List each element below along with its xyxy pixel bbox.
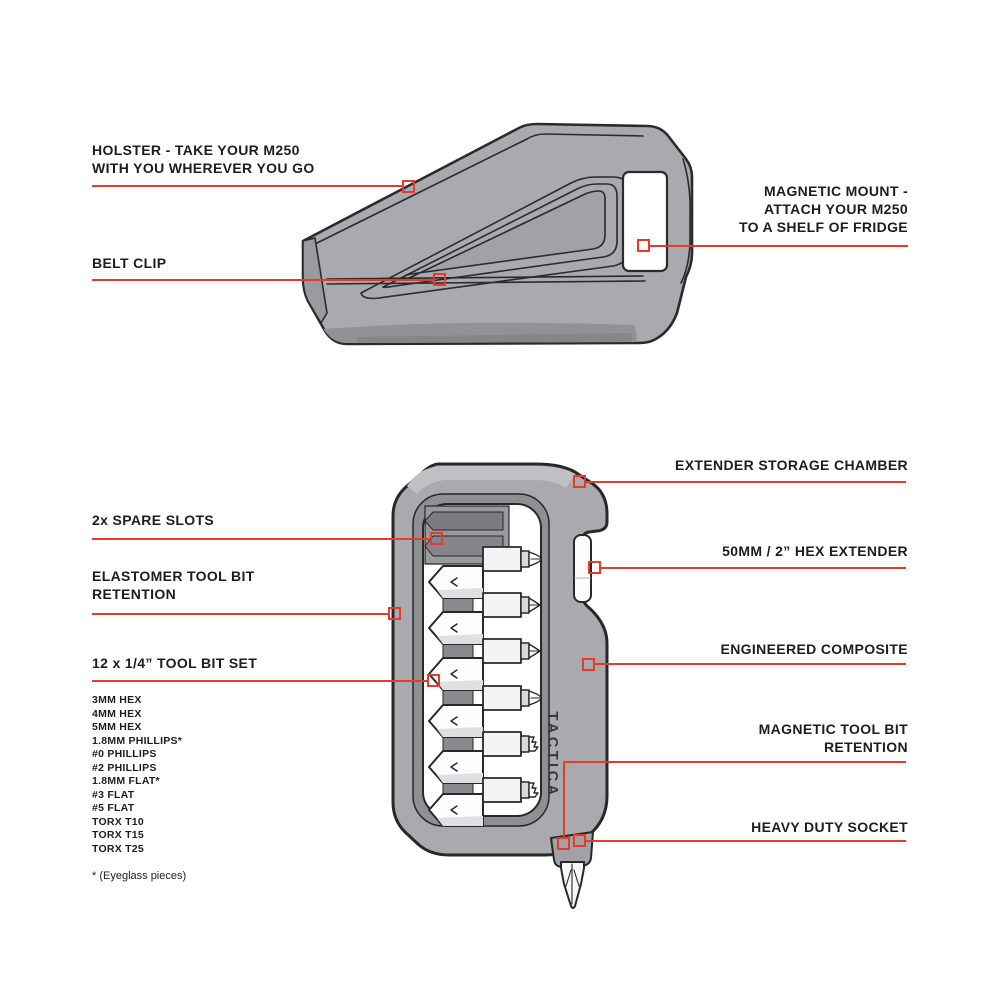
label-spare-slots: 2x SPARE SLOTS <box>92 512 215 528</box>
callout-line-bit-set <box>92 680 427 682</box>
label-magnetic-retention: MAGNETIC TOOL BIT RETENTION <box>758 721 908 755</box>
bit-list-item: #2 PHILLIPS <box>92 761 157 774</box>
label-magnetic-mount: MAGNETIC MOUNT - ATTACH YOUR M250 TO A S… <box>738 183 908 235</box>
callout-anchor-bit-set <box>427 674 440 687</box>
bit-list-item: #0 PHILLIPS <box>92 748 157 760</box>
callout-line-belt-clip <box>92 279 433 281</box>
holster-groove-bottom <box>326 280 646 285</box>
bit-list-item: TORX T15 <box>92 829 144 841</box>
callout-anchor-magnetic-retention <box>557 837 570 850</box>
eyeglass-footnote: * (Eyeglass pieces) <box>92 870 187 882</box>
bit-list-item: TORX T25 <box>92 842 144 855</box>
bit-list-item: #5 FLAT <box>92 802 135 814</box>
callout-anchor-engineered-composite <box>582 658 595 671</box>
callout-anchor-elastomer <box>388 607 401 620</box>
label-engineered-composite: ENGINEERED COMPOSITE <box>720 641 908 657</box>
hex-bit-column <box>428 565 484 827</box>
holster-contour-inner <box>403 190 606 281</box>
bit-list-item: 3MM HEX <box>92 694 142 706</box>
holster-top-seam <box>316 133 644 244</box>
holster-illustration <box>301 122 694 346</box>
holster-body <box>301 122 694 346</box>
label-bit-set: 12 x 1/4” TOOL BIT SET <box>92 655 258 671</box>
callout-line-magnetic-retention-vertical <box>563 761 565 839</box>
holster-right-facet <box>680 158 691 284</box>
callout-line-engineered-composite <box>594 663 906 665</box>
bit-list-item: #3 FLAT <box>92 788 135 801</box>
callout-line-heavy-duty-socket <box>586 840 906 842</box>
phillips-bit-flutes <box>565 863 580 905</box>
bit-list-item: 1.8MM FLAT* <box>92 775 160 787</box>
callout-line-elastomer <box>92 613 389 615</box>
callout-anchor-belt-clip <box>433 273 446 286</box>
callout-anchor-heavy-duty-socket <box>573 834 586 847</box>
callout-anchor-holster <box>402 180 415 193</box>
callout-anchor-extender-storage <box>573 475 586 488</box>
holster-bottom-edge <box>355 333 632 343</box>
tactica-logo-text: TACTICA <box>544 711 560 798</box>
label-belt-clip: BELT CLIP <box>92 255 167 271</box>
bit-list-item: 4MM HEX <box>92 707 142 720</box>
callout-line-extender-storage <box>585 481 906 483</box>
callout-line-holster <box>92 185 402 187</box>
spare-slot-1 <box>424 511 504 531</box>
label-heavy-duty-socket: HEAVY DUTY SOCKET <box>751 819 908 835</box>
driver-bit-column <box>482 546 542 803</box>
bit-list-item: 5MM HEX <box>92 721 142 733</box>
bit-set-list: 3MM HEX 4MM HEX 5MM HEX 1.8MM PHILLIPS* … <box>92 694 182 856</box>
callout-anchor-spare-slots <box>430 532 443 545</box>
hex-extender-rod <box>573 534 592 603</box>
callout-anchor-magnetic-mount <box>637 239 650 252</box>
callout-anchor-hex-extender <box>588 561 601 574</box>
callout-line-magnetic-mount <box>649 245 908 247</box>
callout-line-spare-slots <box>92 538 432 540</box>
callout-line-magnetic-retention <box>563 761 906 763</box>
holster-groove-top <box>326 275 644 280</box>
multitool-illustration: TACTICA <box>391 462 609 909</box>
bit-list-item: TORX T10 <box>92 815 144 828</box>
label-holster: HOLSTER - TAKE YOUR M250 WITH YOU WHEREV… <box>92 142 315 176</box>
label-extender-storage: EXTENDER STORAGE CHAMBER <box>675 457 908 473</box>
callout-line-hex-extender <box>600 567 906 569</box>
label-elastomer-retention: ELASTOMER TOOL BIT RETENTION <box>92 568 255 602</box>
magnet-window <box>621 170 669 273</box>
holster-contour-mid <box>382 183 618 289</box>
bit-list-item: 1.8MM PHILLIPS* <box>92 734 183 747</box>
label-hex-extender: 50MM / 2” HEX EXTENDER <box>722 543 908 559</box>
tool-top-highlight <box>407 466 575 494</box>
